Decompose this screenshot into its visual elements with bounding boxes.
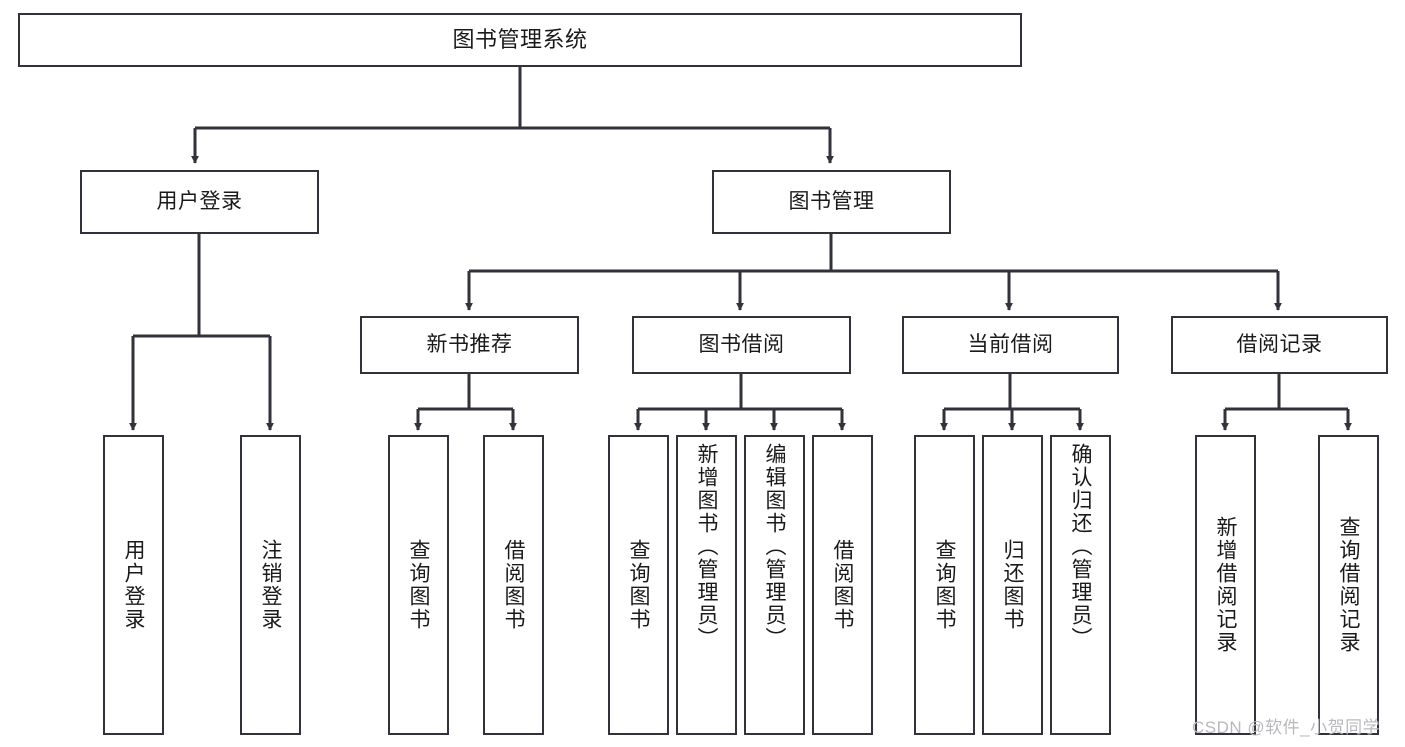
csdn-watermark: CSDN @软件_小贺同学 bbox=[1192, 718, 1381, 737]
node-label: 查询图书 bbox=[627, 539, 650, 631]
node-label: 确认归还（管理员） bbox=[1069, 443, 1092, 650]
node-label: 借阅图书 bbox=[831, 539, 854, 631]
node-label: 当前借阅 bbox=[967, 333, 1054, 357]
node-label: 图书借阅 bbox=[698, 333, 785, 357]
node-book-borrow[interactable]: 图书借阅 bbox=[632, 316, 851, 374]
leaf-recommend-borrow-book[interactable]: 借阅图书 bbox=[483, 435, 544, 735]
node-label: 借阅图书 bbox=[502, 539, 525, 631]
node-label: 用户登录 bbox=[156, 190, 243, 214]
node-label: 查询图书 bbox=[407, 539, 430, 631]
node-label: 新增借阅记录 bbox=[1214, 516, 1237, 654]
node-label: 归还图书 bbox=[1001, 539, 1024, 631]
node-label: 图书管理系统 bbox=[452, 26, 588, 52]
node-label: 新增图书（管理员） bbox=[695, 443, 718, 650]
node-label: 新书推荐 bbox=[426, 333, 513, 357]
leaf-current-query-book[interactable]: 查询图书 bbox=[914, 435, 975, 735]
leaf-recommend-query-book[interactable]: 查询图书 bbox=[388, 435, 449, 735]
leaf-borrow-query-book[interactable]: 查询图书 bbox=[608, 435, 669, 735]
node-label: 注销登录 bbox=[259, 539, 282, 631]
leaf-borrow-borrow-book[interactable]: 借阅图书 bbox=[812, 435, 873, 735]
leaf-current-confirm-return-admin[interactable]: 确认归还（管理员） bbox=[1050, 435, 1111, 735]
node-borrow-record[interactable]: 借阅记录 bbox=[1171, 316, 1388, 374]
leaf-user-login-signout[interactable]: 注销登录 bbox=[240, 435, 301, 735]
leaf-borrow-edit-book-admin[interactable]: 编辑图书（管理员） bbox=[744, 435, 805, 735]
node-label: 编辑图书（管理员） bbox=[763, 443, 786, 650]
leaf-record-add-record[interactable]: 新增借阅记录 bbox=[1195, 435, 1256, 735]
node-user-login[interactable]: 用户登录 bbox=[80, 170, 319, 234]
leaf-borrow-add-book-admin[interactable]: 新增图书（管理员） bbox=[676, 435, 737, 735]
leaf-current-return-book[interactable]: 归还图书 bbox=[982, 435, 1043, 735]
node-label: 查询图书 bbox=[933, 539, 956, 631]
leaf-record-query-record[interactable]: 查询借阅记录 bbox=[1318, 435, 1379, 735]
node-label: 借阅记录 bbox=[1236, 333, 1323, 357]
node-new-book-recommend[interactable]: 新书推荐 bbox=[360, 316, 579, 374]
node-book-management[interactable]: 图书管理 bbox=[712, 170, 951, 234]
leaf-user-login-signin[interactable]: 用户登录 bbox=[103, 435, 164, 735]
node-current-borrow[interactable]: 当前借阅 bbox=[902, 316, 1119, 374]
node-label: 图书管理 bbox=[788, 190, 875, 214]
node-label: 查询借阅记录 bbox=[1337, 516, 1360, 654]
node-label: 用户登录 bbox=[122, 539, 145, 631]
node-root-library-system[interactable]: 图书管理系统 bbox=[18, 13, 1022, 67]
